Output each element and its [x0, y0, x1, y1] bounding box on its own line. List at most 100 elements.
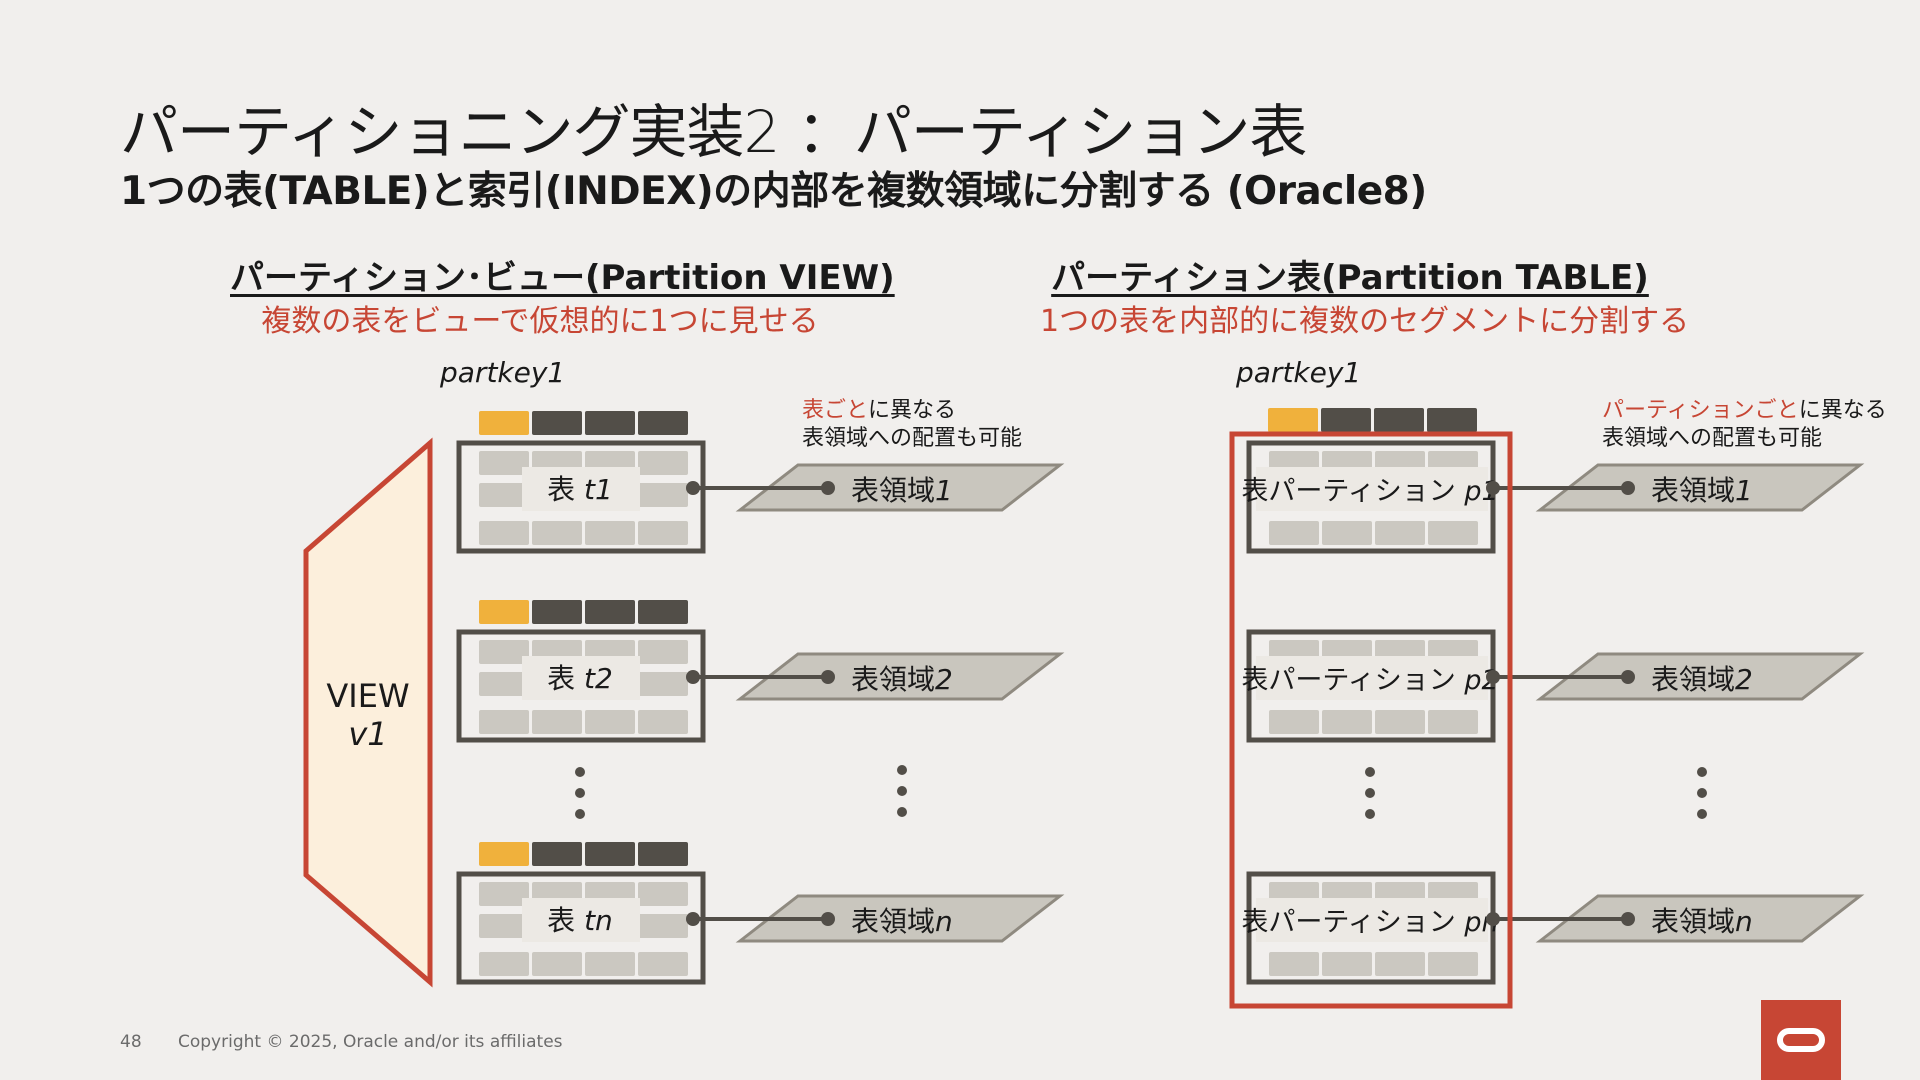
tablespace-shape — [1535, 894, 1865, 943]
table-cell — [479, 710, 529, 734]
table-cell — [532, 710, 582, 734]
label-name: t1 — [584, 473, 613, 506]
view-label-line1: VIEW — [326, 677, 409, 715]
tablespace-prefix: 表領域 — [1651, 905, 1735, 938]
table-cell — [638, 914, 688, 938]
label-prefix: 表 — [547, 473, 584, 506]
label-prefix: 表 — [547, 904, 584, 937]
label-bg — [1256, 656, 1488, 700]
left-tablespace-1 — [735, 463, 1065, 512]
tablespace-num: 1 — [935, 474, 953, 507]
table-cell — [1375, 521, 1425, 545]
right-note-rest: に異なる — [1799, 398, 1887, 423]
label-bg — [1256, 467, 1488, 511]
left-note-rest: に異なる — [868, 398, 956, 423]
right-tablespace-1 — [1535, 463, 1865, 512]
tablespace-label: 表領域n — [1651, 905, 1753, 938]
left-partkey-label: partkey1 — [439, 356, 565, 389]
table-cell — [1428, 710, 1478, 734]
connector-dot — [821, 481, 835, 495]
label-bg — [522, 656, 640, 700]
left-note-line2: 表領域への配置も可能 — [802, 426, 1022, 451]
table-cell — [1375, 952, 1425, 976]
table-label: 表 tn — [547, 904, 613, 937]
table-cell — [1428, 521, 1478, 545]
column-header-cell — [585, 842, 635, 866]
label-bg — [522, 467, 640, 511]
copyright: Copyright © 2025, Oracle and/or its affi… — [178, 1032, 563, 1052]
table-label: 表 t2 — [547, 662, 613, 695]
table-cell — [1269, 710, 1319, 734]
table-cell — [1375, 710, 1425, 734]
column-header-cell — [638, 600, 688, 624]
label-prefix: 表 — [547, 662, 584, 695]
tablespace-label: 表領域2 — [1651, 663, 1753, 696]
column-header-cell — [532, 842, 582, 866]
label-bg — [522, 898, 640, 942]
table-cell — [638, 672, 688, 696]
right-partkey-label: partkey1 — [1235, 356, 1361, 389]
label-prefix: 表パーティション — [1241, 476, 1464, 507]
tablespace-label: 表領域n — [851, 905, 953, 938]
tablespace-shape — [735, 463, 1065, 512]
table-cell — [638, 882, 688, 906]
table-cell — [1269, 521, 1319, 545]
tablespace-prefix: 表領域 — [851, 474, 935, 507]
tablespace-num: 2 — [1735, 663, 1753, 696]
connector-dot — [686, 912, 700, 926]
key-column-cell — [479, 600, 529, 624]
table-cell — [638, 710, 688, 734]
table-cell — [479, 640, 529, 664]
tablespace-prefix: 表領域 — [1651, 474, 1735, 507]
label-prefix: 表パーティション — [1241, 665, 1464, 696]
table-cell — [638, 521, 688, 545]
table-cell — [638, 952, 688, 976]
left-ellipsis-tablespaces — [897, 765, 907, 817]
left-ellipsis-tables — [575, 767, 585, 819]
tablespace-num: n — [1735, 905, 1753, 938]
table-cell — [585, 952, 635, 976]
right-description: 1つの表を内部的に複数のセグメントに分割する — [1040, 304, 1690, 339]
key-column-cell — [479, 411, 529, 435]
tablespace-label: 表領域2 — [851, 663, 953, 696]
right-ellipsis-tablespaces — [1697, 767, 1707, 819]
tablespace-label: 表領域1 — [1651, 474, 1753, 507]
connector-dot — [1486, 912, 1500, 926]
tablespace-prefix: 表領域 — [1651, 663, 1735, 696]
slide-subtitle: 1つの表(TABLE)と索引(INDEX)の内部を複数領域に分割する (Orac… — [120, 169, 1427, 214]
table-label: 表パーティション p2 — [1241, 665, 1498, 696]
tablespace-shape — [1535, 652, 1865, 701]
right-tablespace-2 — [1535, 652, 1865, 701]
connector-dot — [1486, 481, 1500, 495]
left-table-2 — [456, 600, 706, 743]
column-header-cell — [638, 411, 688, 435]
right-ellipsis-partitions — [1365, 767, 1375, 819]
tablespace-label: 表領域1 — [851, 474, 953, 507]
connector-dot — [686, 670, 700, 684]
table-cell — [1269, 952, 1319, 976]
connector-dot — [821, 912, 835, 926]
connector-dot — [821, 670, 835, 684]
table-cell — [532, 952, 582, 976]
table-label: 表 t1 — [547, 473, 613, 506]
right-heading: パーティション表(Partition TABLE) — [1051, 258, 1649, 298]
tablespace-num: 2 — [935, 663, 953, 696]
tablespace-num: 1 — [1735, 474, 1753, 507]
view-label-line2: v1 — [348, 715, 387, 753]
connector-dot — [686, 481, 700, 495]
table-cell — [479, 952, 529, 976]
key-column-cell — [479, 842, 529, 866]
table-label: 表パーティション p1 — [1241, 476, 1498, 507]
tablespace-num: n — [935, 905, 953, 938]
column-header-cell — [585, 600, 635, 624]
connector-dot — [1621, 912, 1635, 926]
connector-dot — [1486, 670, 1500, 684]
tablespace-shape — [1535, 463, 1865, 512]
table-cell — [1428, 952, 1478, 976]
partitioned-table-outline — [1229, 431, 1513, 1009]
column-header-cell — [532, 600, 582, 624]
connector-dot — [1621, 670, 1635, 684]
table-label: 表パーティション pn — [1241, 907, 1498, 938]
table-cell — [638, 483, 688, 507]
table-cell — [1322, 521, 1372, 545]
